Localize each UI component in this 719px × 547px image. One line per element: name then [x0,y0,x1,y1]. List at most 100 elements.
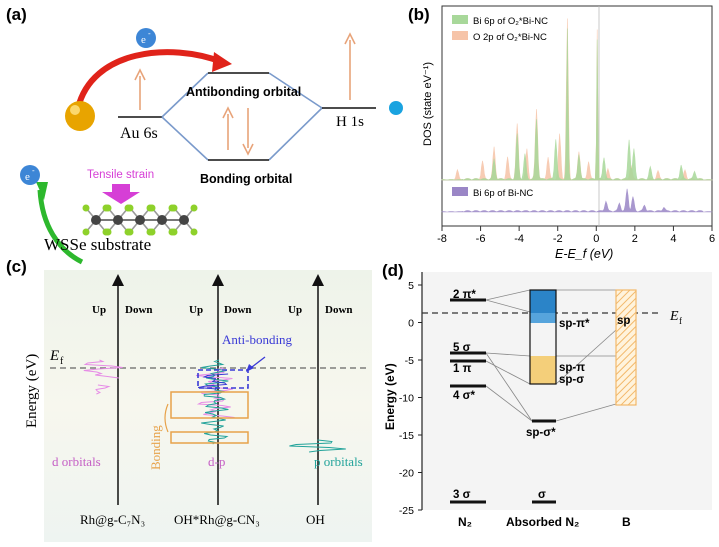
down-label-1: Down [125,304,153,316]
boron-sp-band [615,289,637,406]
xlabel-ohrh: OH*Rh@g-CN₃ [174,512,260,527]
legend-swatch-bi [452,15,468,24]
d-ytick-label: -5 [405,355,414,367]
green-arrowhead [36,182,48,200]
panel-d: (d) Energy (eV) 50-5-10-15-20-25 E f 2 π [382,261,712,529]
dos-ylabel: DOS (state eV⁻¹) [422,62,434,146]
legend-swatch-bi-nc [452,187,468,196]
dos-xlabel: E-E_f (eV) [555,247,613,261]
panel-a: (a) e - e - Au 6s Antibonding orbital [6,5,403,265]
n2-label-1pi: 1 π [453,363,472,375]
d-ytick-label: 5 [408,280,414,292]
xlabel-rh: Rh@g-C₇N₃ [80,512,145,527]
dos-xtick-label: -8 [437,233,447,245]
up-label-2: Up [189,304,203,316]
electron-sup-top: - [148,29,151,38]
electron-label-top: e [141,34,146,46]
absorbed-band-frame [529,289,557,385]
electron-transfer-arrow-red [75,49,224,109]
mo-connectors [485,289,617,422]
ef-label-c: E [49,348,59,364]
label-sigma: σ [538,489,546,501]
dos-plot-frame [441,5,713,227]
strain-arrow-icon [102,184,140,204]
legend-bi-nc: Bi 6p of Bi-NC [473,188,533,199]
bonding-label: Bonding orbital [200,172,292,186]
down-label-2: Down [224,304,252,316]
au-atom-icon [65,101,95,131]
electron-label-left: e [25,171,30,183]
panel-b: (b) Bi 6p of O₂*Bi-NC O 2p of O₂*Bi-NC B… [408,5,715,261]
d-yticks: 5 0 -5 -10 -15 -20 -25 [399,280,422,517]
label-b-sp: sp [617,315,630,327]
legend-bi: Bi 6p of O₂*Bi-NC [473,16,548,27]
d-ytick-label: 0 [408,318,414,330]
panel-a-tag: (a) [6,5,27,24]
xlabel-oh: OH [306,512,325,527]
energy-ylabel-c: Energy (eV) [24,354,40,428]
ef-sub-d: f [679,316,682,326]
legend-o: O 2p of O₂*Bi-NC [473,32,547,43]
bonding-label-c: Bonding [148,425,163,470]
dos-xtick-label: 4 [670,233,676,245]
sp-pi-star-band-bottom [530,313,556,323]
d-orbitals-label: d orbitals [52,454,101,469]
xlabel-absorbed: Absorbed N₂ [506,515,579,529]
antibonding-box [197,369,249,389]
dos-traces [441,18,713,213]
up-label-1: Up [92,304,106,316]
d-ytick-label: -15 [399,430,414,442]
electron-icon-left [20,165,40,185]
energy-ylabel-d: Energy (eV) [383,363,397,430]
n2-label-5sigma: 5 σ [453,342,471,354]
sp-pi-sigma-band [530,356,556,384]
d-ytick-label: -10 [399,393,414,405]
ef-label-d: E [669,309,679,324]
label-sp-pi: sp-π [559,362,585,374]
dos-xtick-label: -4 [514,233,524,245]
ef-sub-c: f [60,356,64,367]
dos-xtick-label: 6 [709,233,715,245]
n2-label-4sigma-star: 4 σ* [453,390,475,402]
dp-label: d-p [208,454,225,469]
d-ytick-label: -20 [399,468,414,480]
substrate-label: WSSe substrate [44,235,151,254]
pdos-traces [83,359,346,453]
dos-xtick-label: 2 [632,233,638,245]
wsse-lattice-icon [82,204,198,236]
panel-d-tag: (d) [382,261,404,280]
xlabel-b: B [622,515,631,529]
xlabel-n2: N₂ [458,515,472,529]
legend-swatch-o [452,31,468,40]
au-6s-label: Au 6s [120,125,158,142]
up-label-3: Up [288,304,302,316]
label-sp-sigma-star: sp-σ* [526,427,556,439]
antibonding-label-c: Anti-bonding [222,332,293,347]
dos-xtick-label: -2 [553,233,563,245]
electron-sup-left: - [32,166,35,175]
d-ytick-label: -25 [399,505,414,517]
sp-pi-star-band-top [530,290,556,313]
panel-c-tag: (c) [6,257,27,276]
dos-xtick-label: -6 [476,233,486,245]
down-label-3: Down [325,304,353,316]
bonding-box-1 [170,391,249,419]
electron-transfer-arrow-green [37,189,84,265]
h-1s-label: H 1s [336,114,364,130]
electron-icon-top [136,28,156,48]
panel-b-tag: (b) [408,5,430,24]
p-orbitals-label: p orbitals [314,454,363,469]
h-atom-icon [389,101,403,115]
panel-c: (c) Energy (eV) Up Down Up Down Up Down … [6,257,372,542]
antibonding-label: Antibonding orbital [186,85,301,99]
n2-label-2pi-star: 2 π* [453,289,476,301]
label-sp-pi-star: sp-π* [559,318,590,330]
label-sp-sigma: sp-σ [559,374,584,386]
red-arrowhead [212,52,232,72]
n2-label-3sigma: 3 σ [453,489,471,501]
tensile-strain-label: Tensile strain [87,169,154,181]
panel-d-background [422,272,712,510]
bonding-box-2 [170,431,249,444]
